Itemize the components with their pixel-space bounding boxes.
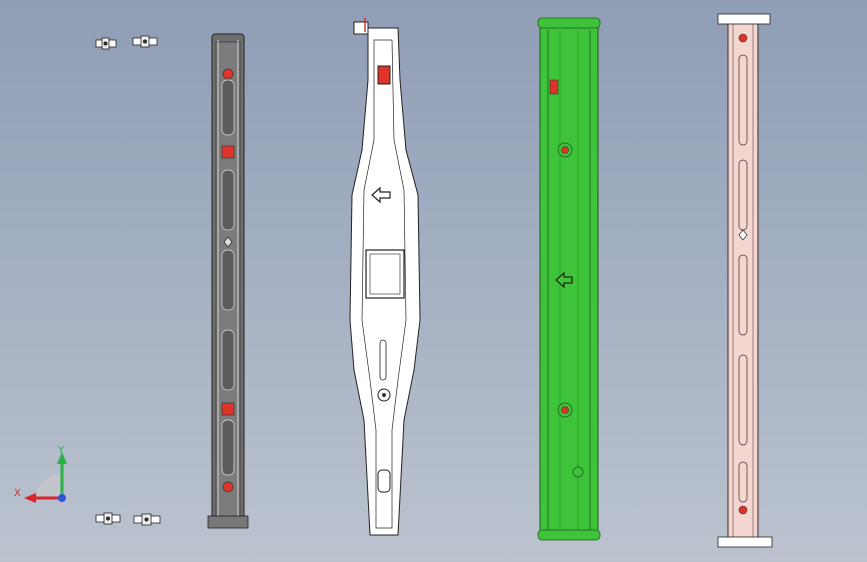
rail-green-icon[interactable]	[537, 17, 601, 541]
axis-y-label: Y	[57, 445, 65, 456]
axis-triad: Y X	[14, 445, 67, 503]
rail-gray-icon[interactable]	[207, 33, 249, 529]
bracket-clip-icon[interactable]	[95, 35, 161, 526]
axis-x-label: X	[14, 488, 21, 499]
rail-pink-icon[interactable]	[717, 13, 773, 548]
frame-white-icon[interactable]	[349, 18, 421, 536]
